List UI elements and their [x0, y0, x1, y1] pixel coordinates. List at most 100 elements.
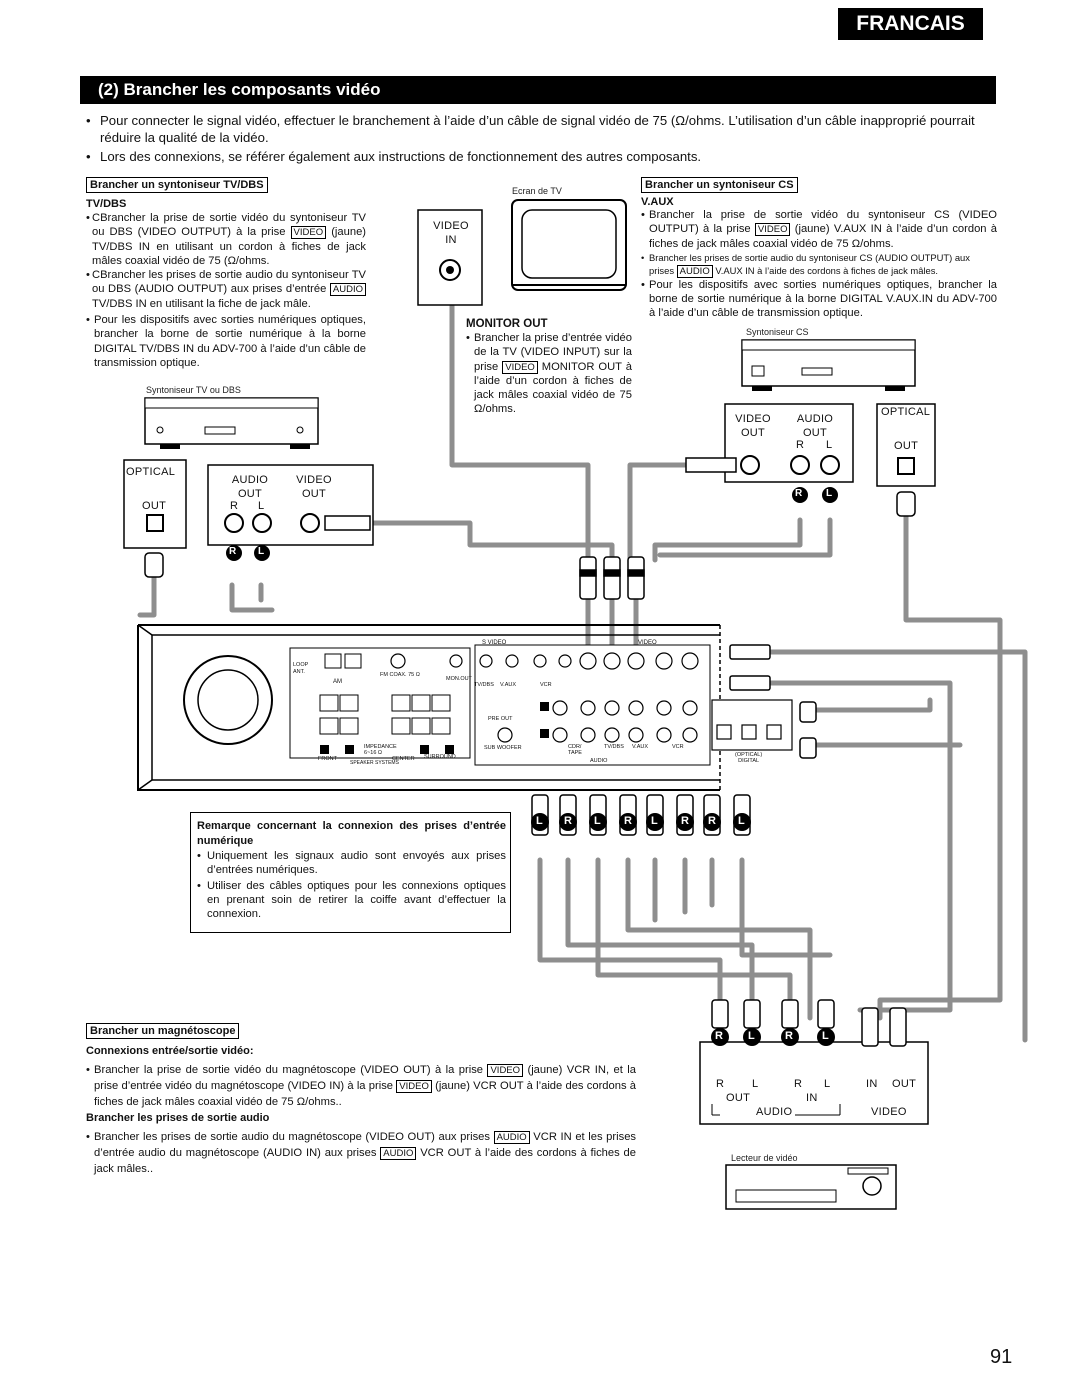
- bottom-audio-plugs: [531, 794, 751, 836]
- remark-box: Remarque concernant la connexion des pri…: [190, 812, 511, 933]
- tvdbs-bullet-2: • CBrancher les prises de sortie audio d…: [86, 269, 367, 310]
- vcr-b1-pre: Brancher la prise de sortie vidéo du mag…: [94, 1064, 484, 1076]
- vcr-badge-1: R: [715, 1030, 723, 1042]
- remark-b2-text: Utiliser des câbles optiques pour les co…: [207, 879, 506, 921]
- language-tab: FRANCAIS: [838, 8, 983, 40]
- monitor-bullet: • Brancher la prise d’entrée vidéo de la…: [466, 332, 632, 416]
- cs-optical-port: [897, 457, 915, 475]
- vcr-b1-mid: (jaune) VCR IN, et la prise d’entrée vid…: [94, 1064, 636, 1092]
- audio-tag: AUDIO: [380, 1147, 417, 1160]
- vcr-b2-post: VCR OUT à l’aide des cordons à fiches de…: [94, 1147, 637, 1175]
- cs-bullet-1: • Brancher la prise de sortie vidéo du s…: [641, 209, 998, 250]
- video-tag: VIDEO: [487, 1064, 524, 1077]
- tvdbs-b2-pre: CBrancher les prises de sortie audio du …: [92, 269, 366, 296]
- tvdbs-optical-panel: [123, 459, 187, 549]
- cs-b2-pre: Brancher les prises de sortie audio du s…: [649, 251, 970, 276]
- tvdbs-l-label: L: [258, 500, 265, 512]
- vcr-badge-4: L: [822, 1030, 829, 1042]
- rx-vaux-label: V.AUX: [500, 682, 517, 688]
- vcr-bullet-2: • Brancher les prises de sortie audio du…: [86, 1131, 637, 1175]
- tvdbs-r-badge-letter: R: [229, 546, 237, 557]
- vcr-panel-video: VIDEO: [871, 1106, 907, 1118]
- rx-vcr2-label: VCR: [672, 744, 684, 750]
- tvdbs-box-heading: Brancher un syntoniseur TV/DBS: [86, 177, 268, 193]
- monitor-out-section: MONITOR OUT • Brancher la prise d’entrée…: [466, 318, 632, 417]
- tvdbs-b2-post: TV/DBS IN en utilisant la fiche de jack …: [92, 297, 311, 310]
- audio-tag: AUDIO: [329, 283, 367, 297]
- monitor-pre: Brancher la prise d’entrée vidéo de la T…: [474, 332, 632, 373]
- video-tag: VIDEO: [290, 226, 327, 240]
- remark-bullet-2: •Utiliser des câbles optiques pour les c…: [197, 879, 506, 921]
- cs-optical-out-label: OUT: [894, 440, 919, 452]
- tvdbs-video-plug: [324, 515, 371, 531]
- vcr-panel-out: OUT: [892, 1078, 917, 1090]
- page-number: 91: [990, 1346, 1013, 1368]
- vcr-panel-l2: L: [824, 1078, 831, 1090]
- cs-bullet-3: • Pour les dispositifs avec sorties numé…: [641, 278, 997, 320]
- vcr-badge-3: R: [785, 1030, 793, 1042]
- tv-video-in-panel: [417, 209, 483, 306]
- cs-b1-pre: Brancher la prise de sortie vidéo du syn…: [649, 209, 997, 236]
- cs-r-badge-letter: R: [795, 488, 803, 499]
- rx-svideo-label: S VIDEO: [482, 640, 507, 646]
- vcr-panel-out-group: OUT: [726, 1092, 751, 1104]
- cs-bullet-2: • Brancher les prises de sortie audio du…: [641, 251, 970, 278]
- intro-text-1: Pour connecter le signal vidéo, effectue…: [100, 113, 975, 145]
- intro-bullet-2: •Lors des connexions, se référer égaleme…: [86, 149, 702, 164]
- tvdbs-optical-out-label: OUT: [142, 500, 167, 512]
- tvdbs-video-out-label: VIDEO OUT: [296, 474, 332, 500]
- rx-preout-label: PRE OUT: [488, 716, 513, 722]
- cs-audio-l-jack: [820, 455, 840, 475]
- tvdbs-device-caption: Syntoniseur TV ou DBS: [146, 385, 241, 395]
- cs-audio-r-jack: [790, 455, 810, 475]
- av-receiver: [137, 624, 793, 791]
- right-side-plugs: [729, 644, 817, 759]
- vcr-panel-r2: R: [794, 1078, 803, 1090]
- cs-video-jack: [740, 455, 760, 475]
- monitor-post: MONITOR OUT à l’aide d’un cordon à fiche…: [474, 360, 632, 416]
- cs-box-heading: Brancher un syntoniseur CS: [641, 177, 798, 193]
- plug-letter-8: L: [738, 815, 745, 827]
- l-badge-icon: [254, 545, 270, 561]
- vcr-panel: [699, 999, 929, 1125]
- tvdbs-audio-r-jack: [224, 513, 244, 533]
- optical-plug-icon: [144, 552, 164, 578]
- cs-video-plug: [685, 457, 737, 473]
- tv-video-in-label: VIDEO IN: [433, 220, 469, 246]
- rx-video-label: VIDEO: [638, 640, 657, 646]
- cs-l-label: L: [826, 439, 833, 451]
- video-tag: VIDEO: [754, 223, 791, 237]
- rx-loop-ant-label: LOOP ANT.: [293, 662, 309, 675]
- tvdbs-audio-out-label: AUDIO OUT: [231, 474, 269, 500]
- vcr-b2-pre: Brancher les prises de sortie audio du m…: [94, 1131, 490, 1143]
- rx-audio-label: AUDIO: [590, 758, 608, 764]
- remark-b1-text: Uniquement les signaux audio sont envoyé…: [207, 850, 506, 877]
- vcr-device-caption: Lecteur de vidéo: [731, 1153, 798, 1163]
- audio-tag: AUDIO: [493, 1131, 530, 1144]
- cs-l-badge-letter: L: [826, 488, 833, 499]
- tvdbs-tuner: [144, 397, 319, 449]
- rx-tvdbs-label: TV/DBS: [474, 682, 494, 688]
- vcr-panel-r1: R: [716, 1078, 725, 1090]
- tvdbs-audio-l-jack: [252, 513, 272, 533]
- receiver-input-plugs: [579, 556, 645, 600]
- cs-audio-out-label: AUDIO OUT: [796, 413, 834, 439]
- intro-bullet-1: •Pour connecter le signal vidéo, effectu…: [86, 112, 998, 146]
- plug-letter-2: R: [564, 815, 572, 827]
- tvdbs-l-badge-letter: L: [258, 546, 265, 557]
- tvdbs-subheading: TV/DBS: [86, 198, 127, 210]
- tvdbs-section: Brancher un syntoniseur TV/DBS TV/DBS • …: [86, 175, 367, 370]
- rx-front-label: FRONT: [318, 756, 337, 762]
- tvdbs-optical-port: [146, 514, 164, 532]
- rx-vaux2-label: V.AUX: [632, 744, 649, 750]
- vcr-panel-l1: L: [752, 1078, 759, 1090]
- receiver-jacks: [390, 652, 793, 751]
- vcr-panel-audio: AUDIO: [756, 1106, 793, 1118]
- rx-optical-digital-label: (OPTICAL) DIGITAL: [735, 752, 763, 764]
- speaker-terminals: [319, 653, 451, 735]
- cs-r-label: R: [796, 439, 805, 451]
- plug-letter-5: L: [651, 815, 658, 827]
- tvdbs-optical-label: OPTICAL: [126, 466, 176, 478]
- plug-letter-6: R: [681, 815, 689, 827]
- vcr-badge-2: L: [748, 1030, 755, 1042]
